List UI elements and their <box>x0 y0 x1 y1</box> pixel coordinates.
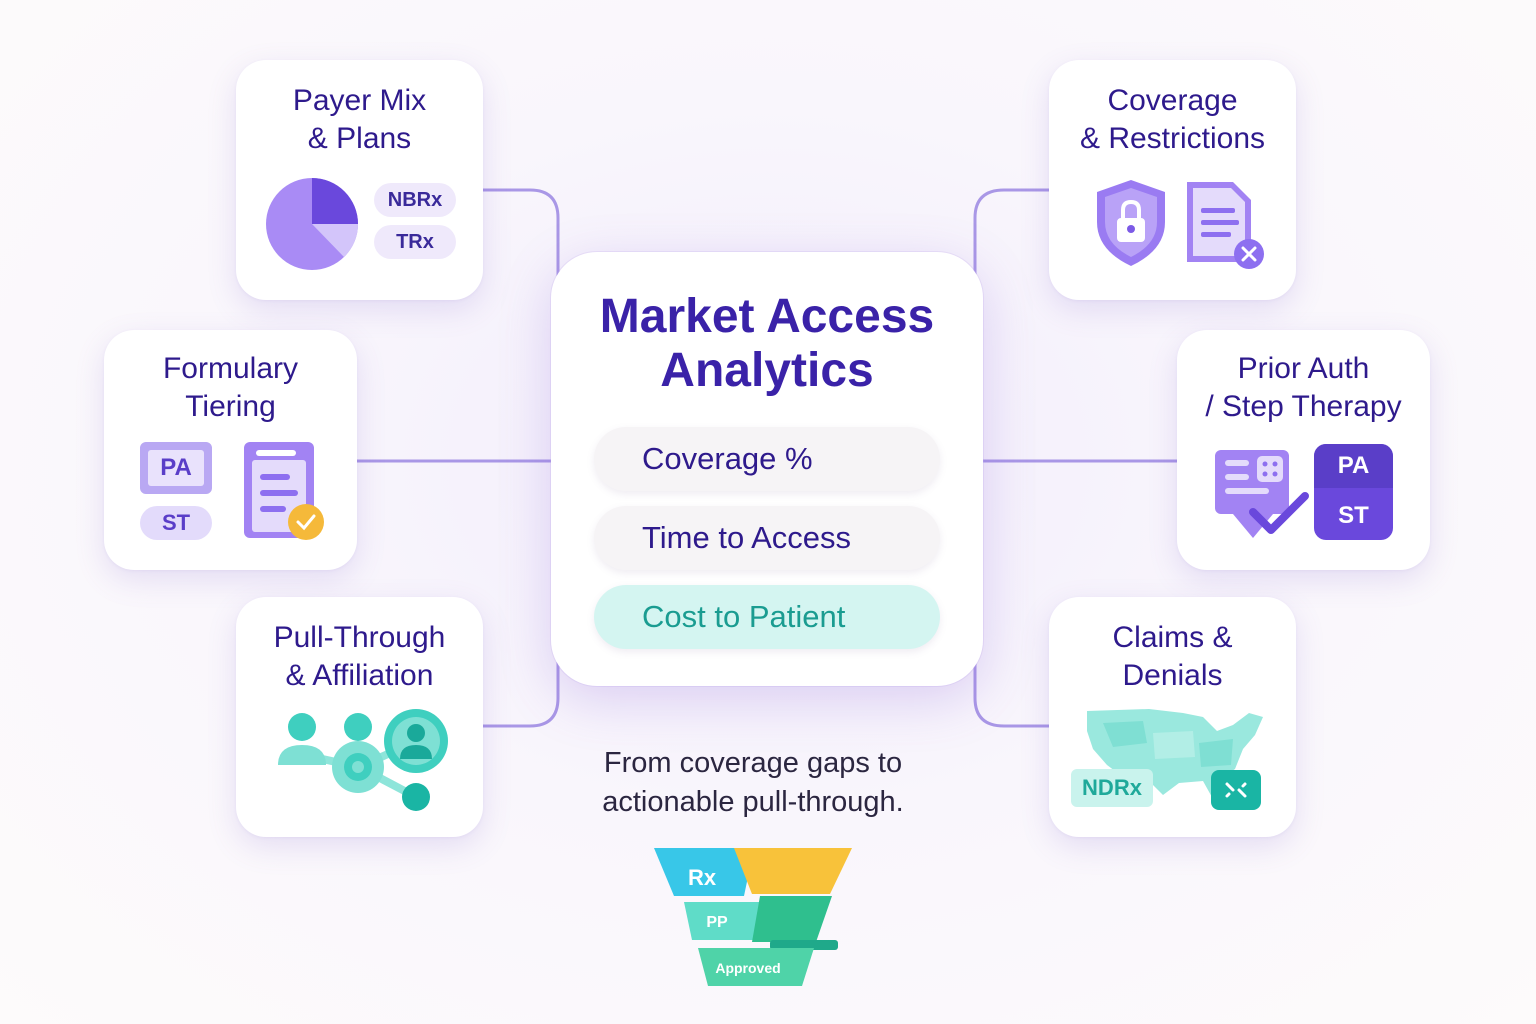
document-check-icon <box>244 442 324 540</box>
coverage-card[interactable]: Coverage & Restrictions <box>1049 60 1296 300</box>
cost-to-patient-metric[interactable]: Cost to Patient <box>594 585 940 649</box>
trx-pill: TRx <box>374 225 456 259</box>
pie-chart-icon <box>266 178 358 270</box>
pull-through-card[interactable]: Pull-Through & Affiliation <box>236 597 483 837</box>
prior-auth-title: Prior Auth / Step Therapy <box>1205 352 1402 423</box>
expand-icon[interactable] <box>1211 770 1261 810</box>
time-to-access-metric[interactable]: Time to Access <box>594 506 940 570</box>
payer-mix-title: Payer Mix & Plans <box>292 84 427 155</box>
document-denied-icon <box>1187 182 1264 269</box>
pa-badge-inner <box>148 450 204 486</box>
claims-card[interactable]: Claims & Denials NDRx <box>1049 597 1296 837</box>
claims-title: Claims & Denials <box>1112 621 1233 692</box>
formulary-title: Formulary Tiering <box>162 352 298 423</box>
center-title: Market Access Analytics <box>599 290 935 397</box>
connector-coverage <box>973 188 1051 277</box>
funnel-rx-label: Rx <box>687 865 717 890</box>
expand-arrows-icon <box>1225 782 1247 798</box>
coverage-title: Coverage & Restrictions <box>1079 84 1266 155</box>
funnel-graphic <box>654 848 852 986</box>
shield-lock-icon <box>1097 180 1165 266</box>
pull-through-title: Pull-Through & Affiliation <box>273 621 446 692</box>
ndrx-tag: NDRx <box>1071 769 1153 807</box>
pa-st-block-top <box>1314 444 1393 488</box>
coverage-metric[interactable]: Coverage % <box>594 427 940 491</box>
pa-st-block <box>1314 444 1393 540</box>
funnel-approved-label: Approved <box>715 960 781 976</box>
st-label: ST <box>1338 502 1369 529</box>
funnel-pp-label: PP <box>706 914 728 931</box>
prior-auth-card[interactable]: Prior Auth / Step Therapy PA ST <box>1177 330 1430 570</box>
network-people-icon <box>278 709 448 811</box>
connector-claims <box>973 660 1051 728</box>
nbrx-pill: NBRx <box>374 183 456 217</box>
pa-badge-text: PA <box>160 454 192 481</box>
formulary-card[interactable]: Formulary Tiering PA PA ST <box>104 330 357 570</box>
form-approval-icon <box>1215 450 1309 538</box>
payer-mix-card[interactable]: Payer Mix & Plans NBRx TRx <box>236 60 483 300</box>
connector-pull-through <box>481 660 560 728</box>
connector-payer-mix <box>481 188 560 277</box>
st-badge: ST <box>140 506 212 540</box>
pa-label: PA <box>1337 452 1370 479</box>
tagline: From coverage gaps to actionable pull-th… <box>602 747 904 818</box>
